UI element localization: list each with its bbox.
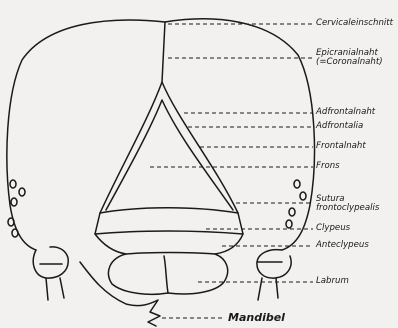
label-clypeus: Clypeus [316,224,350,233]
stemma [8,218,14,226]
stemma [19,188,25,196]
stemma [294,180,300,188]
labrum-notch [164,256,168,293]
label-cervicaleinschnitt: Cervicaleinschnitt [316,19,393,28]
frontal-suture [106,100,233,210]
stemma [12,229,18,237]
head-capsule-left [7,20,165,250]
label-labrum: Labrum [316,277,349,286]
label-anteclypeus: Anteclypeus [316,241,369,250]
anteclypeus-outline [95,234,243,254]
frontoclypeal-suture [100,208,238,213]
label-adfrontalnaht: Adfrontalnaht [316,108,375,117]
stemma [10,180,16,188]
epicranial-suture [162,22,165,82]
stemma [286,220,292,228]
antenna-right [257,250,291,278]
label-epicranialnaht: Epicranialnaht (=Coronalnaht) [316,49,383,67]
label-sutura: Sutura frontoclypealis [316,195,379,213]
label-mandibel: Mandibel [228,311,285,324]
label-frontalnaht: Frontalnaht [316,142,366,151]
clypeus-outline [95,213,243,234]
stemma [289,208,295,216]
label-frons: Frons [316,162,340,171]
stemma [11,198,17,206]
label-adfrontalia: Adfrontalia [316,122,363,131]
antenna-left [33,247,68,278]
stemma [300,192,306,200]
